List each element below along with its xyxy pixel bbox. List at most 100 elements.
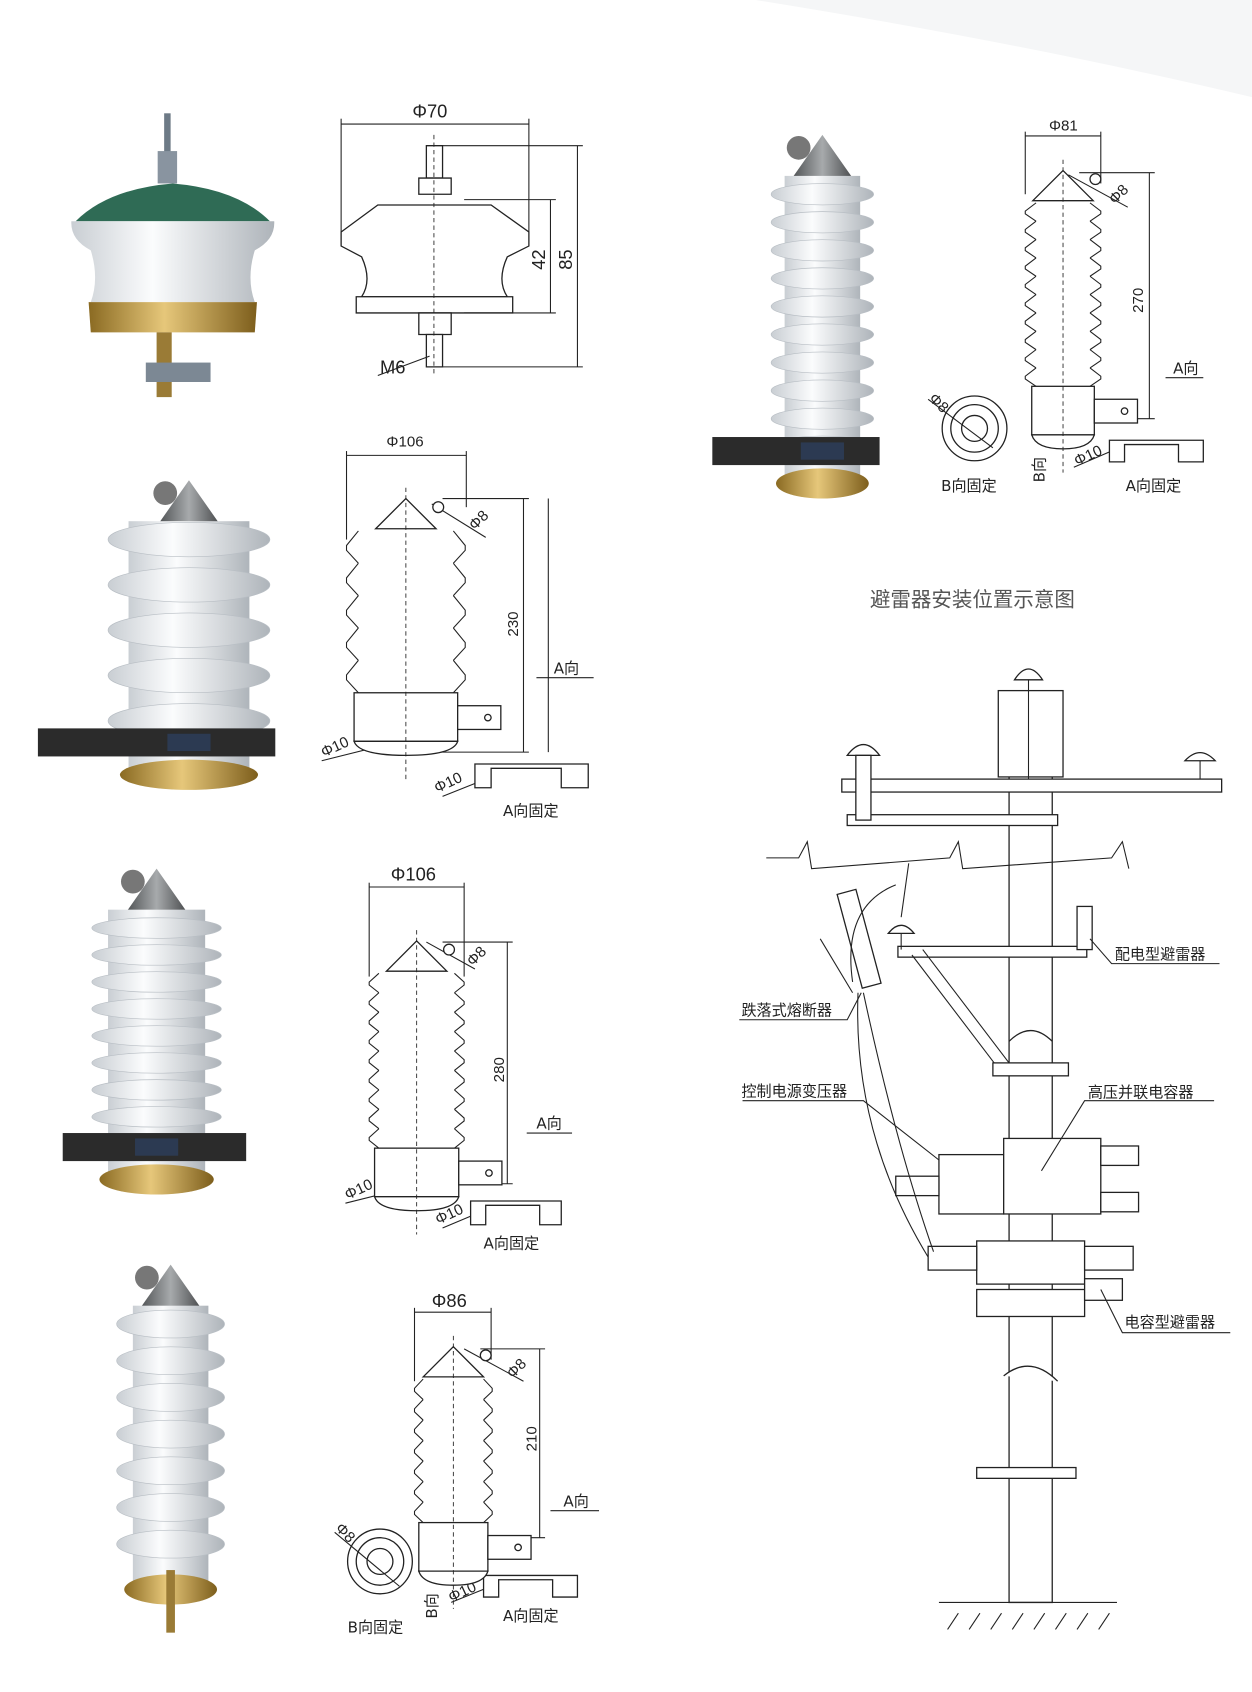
shed-icon <box>91 917 222 939</box>
drawing-shed <box>368 992 465 1013</box>
shed-icon <box>770 267 874 290</box>
drawing-shed <box>345 530 466 564</box>
arrester-drawing-3: Φ106 Φ8 280 A向 Φ10 Φ10 A向固定 <box>342 864 573 1252</box>
dim-height: 270 <box>1130 288 1147 313</box>
label-bracket: A向固定 <box>1126 477 1182 495</box>
shed-icon <box>107 657 271 694</box>
drawing-shed <box>1024 257 1102 277</box>
terminal-icon <box>153 481 178 506</box>
drawing-shed <box>1024 330 1102 351</box>
bracket-icon <box>712 437 880 466</box>
drawing-shed <box>1024 239 1102 259</box>
cross-arm <box>841 778 1223 793</box>
cap-icon <box>158 480 220 524</box>
shed-icon <box>107 612 271 648</box>
page-title: 避雷器安装位置示意图 <box>870 587 1075 611</box>
dim-hole-top: Φ8 <box>464 943 490 969</box>
hole-icon <box>442 943 456 956</box>
bracket-icon <box>37 728 276 757</box>
brass-base-icon <box>119 759 259 790</box>
nameplate-icon <box>800 442 844 460</box>
arrester-photo-2 <box>37 480 276 790</box>
arrester-photo-5 <box>712 134 880 499</box>
label-control-transformer: 控制电源变压器 <box>741 1082 847 1100</box>
dim-height: 210 <box>523 1426 540 1451</box>
dim-hole-top: Φ8 <box>504 1355 530 1381</box>
label-direction-a: A向 <box>536 1115 561 1133</box>
drawing-shed <box>1024 367 1102 387</box>
shed-icon <box>116 1493 225 1522</box>
cap-icon <box>792 134 853 179</box>
shed-icon <box>116 1383 225 1412</box>
dim-diameter: Φ70 <box>412 101 447 122</box>
drawing-shed <box>345 595 466 629</box>
arrester-photo-3 <box>62 868 247 1195</box>
drawing-shed <box>413 1419 493 1441</box>
shed-icon <box>116 1419 225 1449</box>
drawing-shed <box>368 1011 465 1033</box>
label-bracket: A向固定 <box>484 1234 540 1252</box>
terminal-icon <box>786 135 811 160</box>
brass-base-icon <box>99 1164 214 1195</box>
drawing-shed <box>368 1089 465 1110</box>
brass-base-icon <box>775 468 869 499</box>
nameplate-icon <box>135 1138 179 1156</box>
shed-icon <box>116 1529 225 1559</box>
drawing-shed <box>413 1440 493 1462</box>
dim-height-inner: 42 <box>528 249 549 269</box>
cap-icon <box>126 868 187 912</box>
drawing-shed <box>345 562 466 597</box>
dim-height-total: 85 <box>555 249 576 269</box>
dim-thread: M6 <box>380 356 405 377</box>
arrester-drawing-2: Φ106 Φ8 230 A向 Φ10 Φ10 A向固定 <box>318 434 594 820</box>
stud-icon <box>166 1570 175 1633</box>
drawing-shed <box>413 1378 493 1400</box>
dim-height: 280 <box>491 1057 508 1082</box>
dim-bracket-hole: Φ10 <box>432 769 465 797</box>
terminal-icon <box>135 1265 159 1290</box>
dim-height: 230 <box>505 611 522 636</box>
label-capacitor-arrester: 电容型避雷器 <box>1125 1313 1216 1331</box>
drawing-shed <box>368 1108 465 1130</box>
cap-icon <box>140 1264 201 1308</box>
shed-icon <box>91 998 222 1020</box>
label-b-fixing: B向固定 <box>941 477 997 495</box>
dim-diameter: Φ106 <box>391 864 436 885</box>
nameplate-icon <box>167 733 211 752</box>
drawing-bracket <box>458 1160 503 1186</box>
shed-icon <box>116 1456 225 1486</box>
corner-shade <box>755 0 1252 98</box>
dim-diameter: Φ81 <box>1049 118 1078 135</box>
dim-hole-top: Φ8 <box>1106 181 1132 207</box>
drawing-bracket <box>1093 398 1139 424</box>
arrester-drawing-4: Φ86 Φ8 210 A向 Φ8 B向 Φ10 A向固定 B向固定 <box>332 1290 600 1637</box>
drawing-shed <box>368 1070 465 1091</box>
hole-icon <box>1089 173 1102 186</box>
arrester-drawing-1: Φ70 42 85 M6 <box>340 101 583 377</box>
hole-icon <box>432 501 445 514</box>
label-direction-a: A向 <box>563 1492 588 1510</box>
shed-icon <box>770 239 874 262</box>
shed-icon <box>91 944 222 966</box>
label-direction-b: B向 <box>423 1593 441 1618</box>
shed-icon <box>770 407 874 430</box>
hole-icon <box>479 1349 492 1362</box>
drawing-shed <box>1024 275 1102 296</box>
shed-icon <box>770 211 874 234</box>
shed-icon <box>91 1025 222 1047</box>
label-direction-b: B向 <box>1031 457 1049 482</box>
shed-icon <box>107 567 271 603</box>
drawing-shed <box>413 1399 493 1421</box>
shed-icon <box>107 521 271 558</box>
drawing-shed <box>368 972 465 994</box>
drawing-shed <box>1024 312 1102 332</box>
shed-icon <box>116 1309 225 1339</box>
shed-icon <box>770 351 874 374</box>
arrester-drawing-5: Φ81 Φ8 270 A向 Φ8 B向 Φ10 A向固定 B向固定 <box>925 118 1204 495</box>
pole-installation-diagram: 配电型避雷器 跌落式熔断器 控制电源变压器 高压并联电容器 电容型避雷器 <box>739 668 1231 1630</box>
drawing-shed <box>1024 294 1102 314</box>
label-direction-a: A向 <box>554 659 579 677</box>
shed-icon <box>116 1346 225 1375</box>
shed-icon <box>91 1052 222 1074</box>
label-hv-capacitor: 高压并联电容器 <box>1088 1083 1194 1101</box>
